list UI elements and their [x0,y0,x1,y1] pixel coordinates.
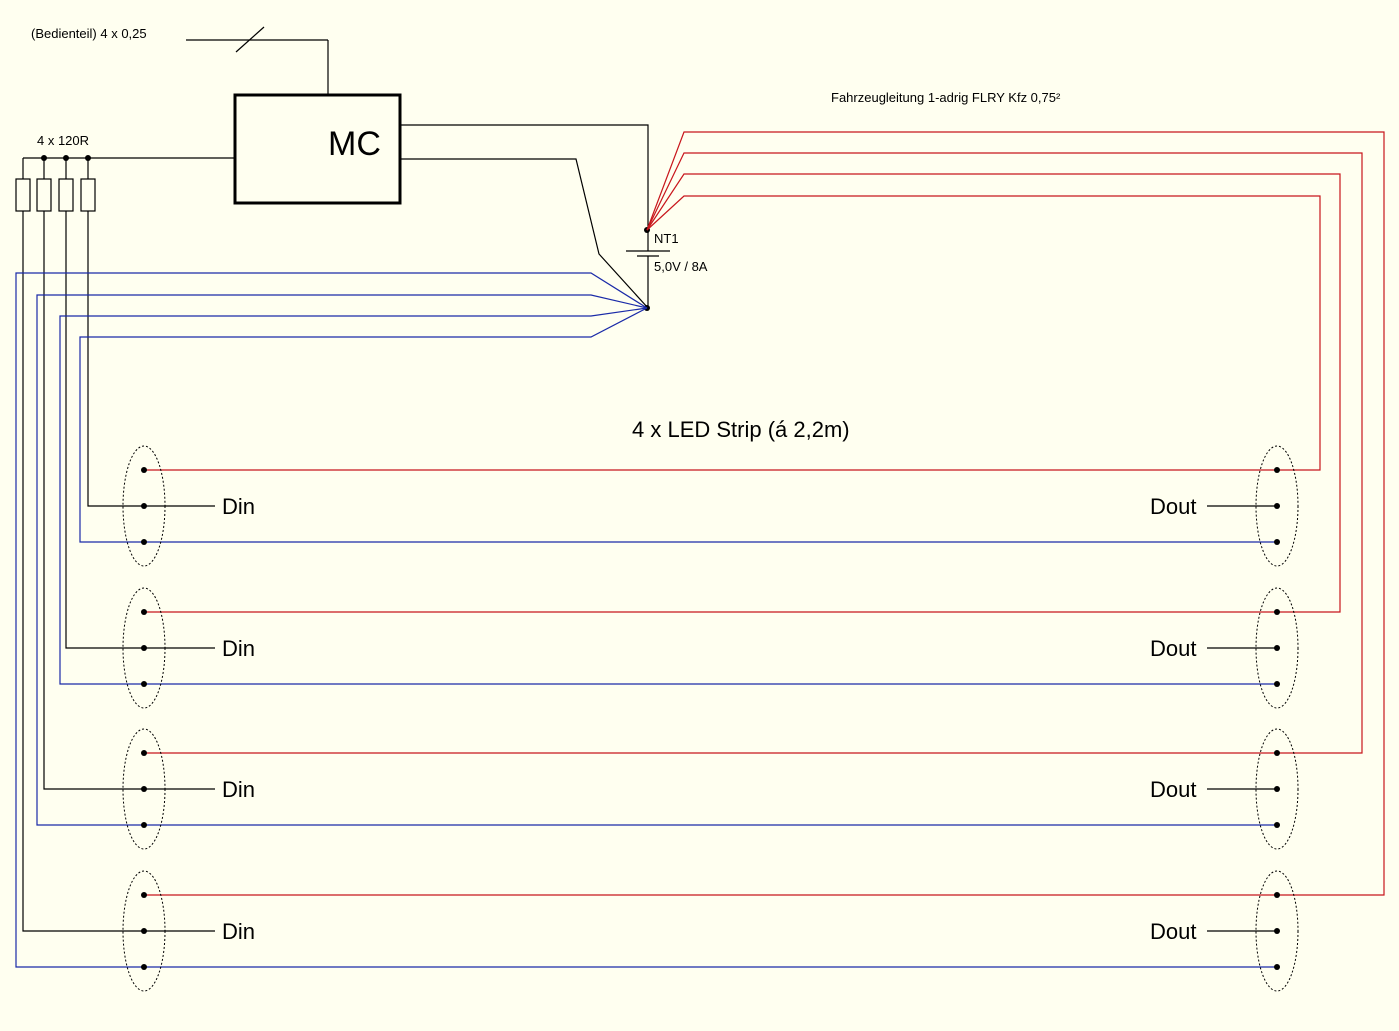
ground-wires [15,272,1277,968]
din-label: Din [222,919,255,944]
resistor-2 [36,178,52,212]
din-label: Din [222,636,255,661]
psu-rating: 5,0V / 8A [654,259,708,274]
din-signal-wires [22,211,143,932]
dout-label: Dout [1150,777,1196,802]
dout-label: Dout [1150,636,1196,661]
dout-connector [1255,870,1299,992]
led-strip-1: Din Dout [122,445,1299,567]
din-label: Din [222,494,255,519]
bedienteil-label: (Bedienteil) 4 x 0,25 [31,26,147,41]
dout-connector [1255,445,1299,567]
dout-label: Dout [1150,919,1196,944]
strip-title: 4 x LED Strip (á 2,2m) [632,417,850,442]
dout-label: Dout [1150,494,1196,519]
bus-slash [235,26,265,53]
mc-power-wires [400,124,649,309]
resistor-4 [80,178,96,212]
din-label: Din [222,777,255,802]
mc-box [233,93,402,205]
dout-connector [1255,728,1299,850]
fahrzeugleitung-label: Fahrzeugleitung 1-adrig FLRY Kfz 0,75² [831,90,1061,105]
positive-wires [143,131,1385,896]
led-strip-2: Din Dout [122,587,1299,709]
resistor-3 [58,178,74,212]
resistor-bus [22,155,235,179]
control-cable [186,26,329,95]
resistors-label: 4 x 120R [37,133,89,148]
psu-name: NT1 [654,231,679,246]
dout-connector [1255,587,1299,709]
led-strip-4: Din Dout [122,870,1299,992]
mc-label: MC [328,125,381,163]
resistors-120r [15,178,96,212]
led-strip-3: Din Dout [122,728,1299,850]
resistor-1 [15,178,31,212]
